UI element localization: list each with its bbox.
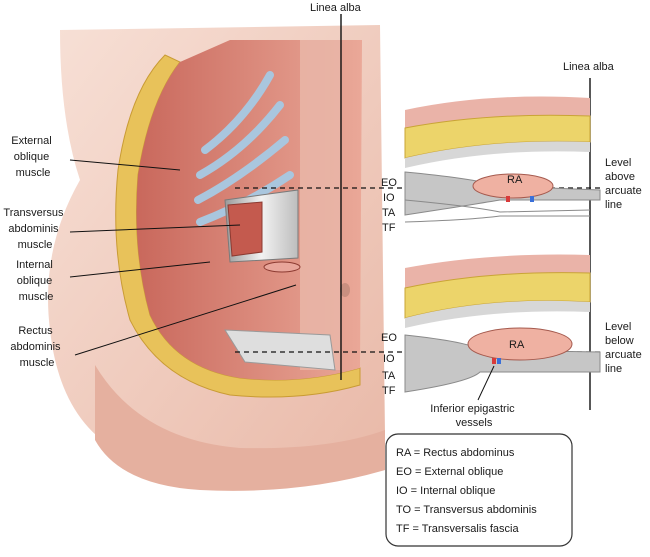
cross-section-above — [404, 96, 601, 223]
upper-layer-labels: EO IO TA TF RA Level above arcuate line — [381, 157, 645, 234]
legend: RA = Rectus abdominus EO = External obli… — [385, 433, 573, 547]
lower-io: IO — [383, 353, 395, 365]
lower-layer-labels: EO IO TA TF RA Level below arcuate line — [381, 321, 645, 397]
upper-ra — [472, 173, 554, 199]
leader-internal-oblique — [69, 261, 211, 278]
cross-section-below — [404, 254, 601, 401]
upper-fascia — [405, 141, 590, 168]
lower-vessel-left — [492, 358, 496, 364]
vessel-leader — [477, 365, 495, 401]
linea-alba-label-right: Linea alba — [563, 61, 615, 73]
vessels-label: Inferior epigastric vessels — [430, 403, 517, 429]
rectus-band — [300, 40, 340, 370]
lower-ta: TA — [382, 370, 396, 382]
transversus-window — [227, 201, 263, 257]
transversus-label: Transversus abdominis muscle — [3, 207, 66, 251]
lower-vessel-right — [497, 358, 501, 364]
upper-sheath-lines — [404, 199, 591, 223]
rectus-cut — [263, 261, 301, 273]
right-panel: Linea alba EO IO TA — [381, 61, 645, 547]
level-below-label: Level below arcuate line — [605, 321, 645, 375]
linea-alba-label-top: Linea alba — [310, 2, 362, 14]
upper-vessel-right — [530, 196, 534, 202]
legend-item-ra: RA = Rectus abdominus — [396, 447, 515, 459]
lower-fascia — [405, 300, 590, 328]
leader-transversus — [69, 224, 241, 233]
rectus-label: Rectus abdominis muscle — [10, 325, 63, 369]
skin-fold — [95, 365, 385, 491]
legend-item-to: TO = Transversus abdominis — [396, 504, 537, 516]
lower-ra — [467, 327, 573, 361]
lower-layers — [404, 334, 601, 393]
upper-vessel-left — [506, 196, 510, 202]
fascia-sheet-lower — [224, 329, 336, 371]
internal-oblique-label: Internal oblique muscle — [16, 259, 56, 303]
legend-item-eo: EO = External oblique — [396, 466, 503, 478]
upper-skin — [405, 96, 590, 128]
legend-item-tf: TF = Transversalis fascia — [396, 523, 519, 535]
upper-io: IO — [383, 192, 395, 204]
leader-external-oblique — [69, 159, 181, 171]
upper-tf: TF — [382, 222, 396, 234]
upper-eo: EO — [381, 177, 397, 189]
leader-rectus — [74, 284, 297, 356]
lower-ra-label: RA — [509, 339, 525, 351]
level-above-label: Level above arcuate line — [605, 157, 645, 211]
external-oblique-label: External oblique muscle — [11, 135, 54, 179]
legend-item-io: IO = Internal oblique — [396, 485, 495, 497]
navel — [340, 283, 350, 297]
torso-illustration — [48, 14, 600, 491]
upper-ta: TA — [382, 207, 396, 219]
left-labels: Linea alba External oblique muscle Trans… — [3, 2, 361, 369]
lower-eo: EO — [381, 332, 397, 344]
legend-box — [385, 433, 573, 547]
lower-tf: TF — [382, 385, 396, 397]
upper-ra-label: RA — [507, 174, 523, 186]
